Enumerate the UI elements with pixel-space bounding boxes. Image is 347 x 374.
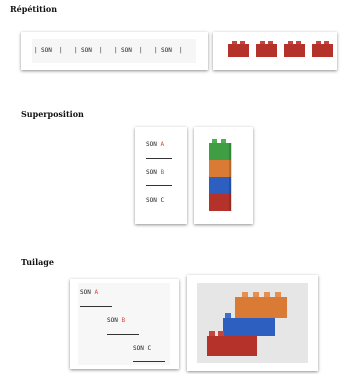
son-letter-a: A bbox=[94, 289, 99, 296]
separator: | bbox=[34, 47, 38, 54]
red-brick-4 bbox=[312, 41, 333, 57]
orange-brick bbox=[209, 160, 231, 177]
section-title-repetition: Répétition bbox=[10, 4, 58, 14]
son-label: SON bbox=[146, 197, 157, 204]
tuilage-text-card: SON A SON B SON C bbox=[70, 279, 179, 369]
tuilage-bricks-card bbox=[187, 275, 318, 371]
superposition-text-card: SON A SON B SON C bbox=[135, 127, 187, 224]
tuilage-row-a: SON A bbox=[80, 289, 98, 296]
son-label: SON bbox=[133, 345, 144, 352]
son-label-4: SON bbox=[161, 47, 172, 54]
stacked-bricks-illustration bbox=[209, 139, 232, 211]
son-letter-c: C bbox=[160, 197, 165, 204]
blue-brick bbox=[209, 177, 231, 194]
row-c-line bbox=[133, 361, 165, 362]
son-label-1: SON bbox=[41, 47, 52, 54]
superposition-row-b: SON B bbox=[146, 169, 164, 176]
separator: | bbox=[59, 47, 63, 54]
son-label: SON bbox=[80, 289, 91, 296]
repetition-bricks-card bbox=[213, 32, 337, 70]
row-a-line bbox=[146, 158, 172, 159]
tiled-bricks-illustration bbox=[197, 283, 308, 363]
row-b-line bbox=[146, 185, 172, 186]
separator: | bbox=[74, 47, 78, 54]
son-label: SON bbox=[146, 141, 157, 148]
superposition-row-c: SON C bbox=[146, 197, 164, 204]
section-title-tuilage: Tuilage bbox=[21, 257, 54, 267]
son-label: SON bbox=[146, 169, 157, 176]
red-brick-2 bbox=[256, 41, 277, 57]
son-letter-b: B bbox=[121, 317, 126, 324]
separator: | bbox=[139, 47, 143, 54]
red-brick bbox=[207, 331, 257, 356]
separator: | bbox=[179, 47, 183, 54]
green-brick bbox=[209, 139, 231, 160]
red-brick-1 bbox=[228, 41, 249, 57]
son-letter-c: C bbox=[147, 345, 152, 352]
tuilage-row-b: SON B bbox=[107, 317, 125, 324]
tuilage-row-c: SON C bbox=[133, 345, 151, 352]
row-a-line bbox=[80, 306, 112, 307]
row-b-line bbox=[107, 334, 139, 335]
repetition-text-card: | SON | | SON | | SON | | SON | bbox=[21, 32, 208, 70]
son-label-3: SON bbox=[121, 47, 132, 54]
section-title-superposition: Superposition bbox=[21, 109, 84, 119]
separator: | bbox=[114, 47, 118, 54]
tuilage-text-panel bbox=[78, 283, 170, 365]
blue-brick bbox=[223, 313, 275, 336]
repetition-bricks-illustration bbox=[228, 41, 333, 57]
brick-shadow bbox=[229, 143, 232, 211]
son-label: SON bbox=[107, 317, 118, 324]
separator: | bbox=[154, 47, 158, 54]
superposition-row-a: SON A bbox=[146, 141, 164, 148]
red-brick-3 bbox=[284, 41, 305, 57]
repetition-text-panel: | SON | | SON | | SON | | SON | bbox=[32, 39, 196, 63]
orange-brick bbox=[235, 292, 287, 318]
son-letter-a: A bbox=[160, 141, 165, 148]
superposition-bricks-card bbox=[194, 127, 253, 224]
red-brick bbox=[209, 194, 231, 211]
son-label-2: SON bbox=[81, 47, 92, 54]
son-letter-b: B bbox=[160, 169, 165, 176]
separator: | bbox=[99, 47, 103, 54]
